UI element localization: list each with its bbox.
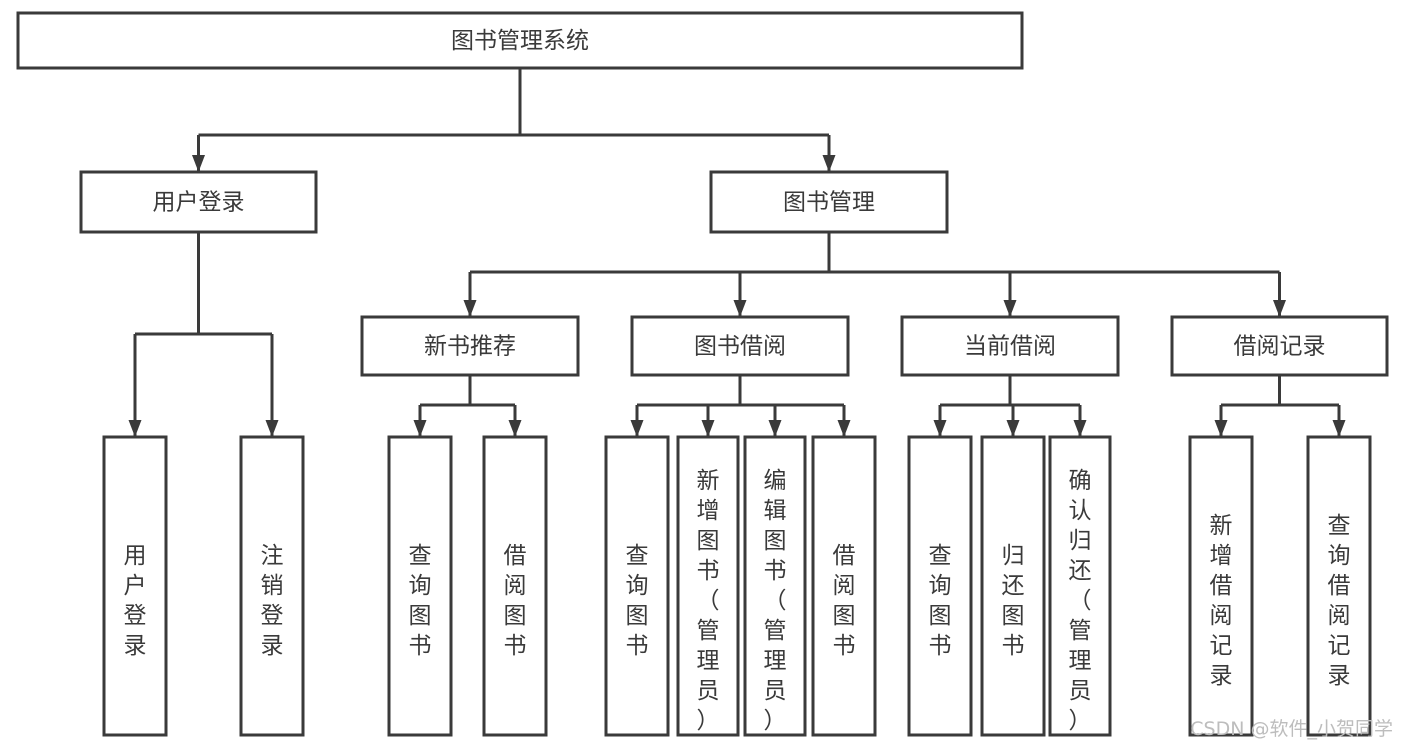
node-label: 查询图书 [409, 543, 432, 659]
node-leaf-user-logout[interactable]: 注销登录 [239, 435, 305, 737]
node-leaf-query-book-rec[interactable]: 查询图书 [387, 435, 453, 737]
node-box [980, 435, 1046, 737]
node-label: 查询借阅记录 [1328, 513, 1351, 689]
node-label: 图书管理 [783, 190, 875, 216]
node-leaf-edit-book-admin[interactable]: 编辑图书（管理员） [743, 435, 807, 737]
node-leaf-add-borrow-record[interactable]: 新增借阅记录 [1188, 435, 1254, 737]
arrow-head [1214, 420, 1228, 437]
arrow-head [192, 155, 205, 172]
node-label: 用户登录 [153, 190, 245, 216]
node-box [604, 435, 670, 737]
node-box [743, 435, 807, 737]
node-layer: 图书管理系统用户登录图书管理新书推荐图书借阅当前借阅借阅记录用户登录注销登录查询… [16, 11, 1389, 737]
node-box [16, 11, 1024, 70]
node-label: 借阅图书 [504, 543, 527, 659]
arrow-head [1332, 420, 1346, 437]
arrow-head [508, 420, 522, 437]
arrow-head [413, 420, 427, 437]
node-box [630, 315, 850, 377]
node-box [239, 435, 305, 737]
node-label: 查询图书 [626, 543, 649, 659]
node-box [811, 435, 877, 737]
node-leaf-query-borrow-record[interactable]: 查询借阅记录 [1306, 435, 1372, 737]
node-new-book-rec[interactable]: 新书推荐 [360, 315, 580, 377]
arrow-head [463, 300, 477, 317]
node-root[interactable]: 图书管理系统 [16, 11, 1024, 70]
arrow-head [630, 420, 644, 437]
arrow-head [1073, 420, 1087, 437]
node-label: 借阅图书 [833, 543, 856, 659]
node-label: 图书管理系统 [451, 28, 589, 54]
node-label: 用户登录 [124, 543, 147, 659]
node-borrow-record[interactable]: 借阅记录 [1170, 315, 1389, 377]
node-box [900, 315, 1120, 377]
arrow-head [128, 420, 142, 437]
node-leaf-confirm-return-admin[interactable]: 确认归还（管理员） [1048, 435, 1112, 737]
node-box [709, 170, 949, 234]
node-label: 注销登录 [261, 543, 284, 659]
node-leaf-query-book-borrow[interactable]: 查询图书 [604, 435, 670, 737]
arrow-head [837, 420, 851, 437]
node-box [360, 315, 580, 377]
node-box [1048, 435, 1112, 737]
node-label: 编辑图书（管理员） [764, 468, 787, 734]
node-label: 新书推荐 [424, 334, 516, 360]
node-label: 当前借阅 [964, 334, 1056, 360]
arrow-head [265, 420, 279, 437]
node-label: 图书借阅 [694, 334, 786, 360]
node-label: 新增图书（管理员） [697, 468, 720, 734]
node-box [387, 435, 453, 737]
node-leaf-query-book-current[interactable]: 查询图书 [907, 435, 973, 737]
arrow-head [822, 155, 836, 172]
node-leaf-return-book[interactable]: 归还图书 [980, 435, 1046, 737]
arrow-head [768, 420, 782, 437]
node-leaf-borrow-book-rec[interactable]: 借阅图书 [482, 435, 548, 737]
node-label: 借阅记录 [1234, 334, 1326, 360]
node-box [676, 435, 740, 737]
arrow-head [933, 420, 947, 437]
node-box [79, 170, 318, 234]
connector-layer [128, 68, 1346, 437]
node-label: 查询图书 [929, 543, 952, 659]
node-book-manage[interactable]: 图书管理 [709, 170, 949, 234]
node-label: 归还图书 [1002, 543, 1025, 659]
node-box [1306, 435, 1372, 737]
node-box [482, 435, 548, 737]
node-box [907, 435, 973, 737]
node-box [1170, 315, 1389, 377]
node-label: 确认归还（管理员） [1069, 468, 1092, 734]
node-user-login[interactable]: 用户登录 [79, 170, 318, 234]
node-book-borrow[interactable]: 图书借阅 [630, 315, 850, 377]
node-box [102, 435, 168, 737]
arrow-head [1003, 300, 1017, 317]
node-box [1188, 435, 1254, 737]
node-leaf-user-login[interactable]: 用户登录 [102, 435, 168, 737]
arrow-head [733, 300, 747, 317]
node-current-borrow[interactable]: 当前借阅 [900, 315, 1120, 377]
arrow-head [701, 420, 715, 437]
node-label: 新增借阅记录 [1210, 513, 1233, 689]
arrow-head [1006, 420, 1020, 437]
node-leaf-add-book-admin[interactable]: 新增图书（管理员） [676, 435, 740, 737]
node-leaf-borrow-book[interactable]: 借阅图书 [811, 435, 877, 737]
arrow-head [1273, 300, 1286, 317]
